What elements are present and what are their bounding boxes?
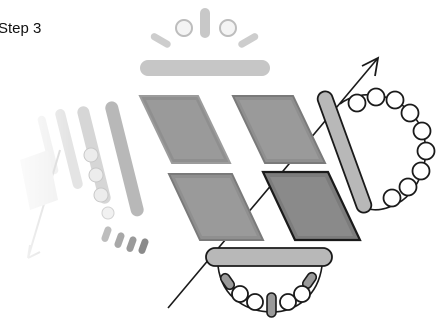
bottom-bead <box>293 285 311 303</box>
bottom-assembly <box>205 247 333 318</box>
loop-bead <box>400 103 420 123</box>
top-bead <box>175 19 193 37</box>
loop-bead <box>347 93 367 113</box>
ghost-bead <box>101 206 115 220</box>
loop-bead <box>411 161 431 181</box>
loop-bead <box>382 188 402 208</box>
bottom-bead <box>231 285 249 303</box>
bottom-peg <box>219 272 236 291</box>
step-label: Step 3 <box>0 20 42 37</box>
loop-bead <box>366 87 386 107</box>
bottom-peg <box>266 292 277 318</box>
ghost-peg <box>114 232 125 248</box>
loop-bead <box>385 90 405 110</box>
tile-top-right <box>231 95 327 164</box>
top-bead <box>219 19 237 37</box>
top-bar <box>140 60 270 76</box>
arrow-head <box>361 56 380 77</box>
tile-bottom-left <box>167 173 265 241</box>
bottom-bead <box>246 293 264 311</box>
ghost-bar-4 <box>105 101 144 217</box>
ghost-trail <box>0 95 149 295</box>
ghost-peg <box>138 238 149 254</box>
bottom-bar <box>205 247 333 267</box>
top-ray <box>238 33 259 48</box>
top-ray <box>200 8 210 38</box>
tile-top-left <box>138 95 232 164</box>
ghost-bead <box>93 187 109 203</box>
ghost-bead <box>83 147 99 163</box>
loop-bead <box>416 141 436 161</box>
top-ghost-part <box>140 8 270 76</box>
bottom-bead <box>279 293 297 311</box>
ghost-bead <box>88 167 104 183</box>
top-ray <box>150 33 171 48</box>
ghost-peg <box>126 236 137 252</box>
loop-bead <box>398 177 418 197</box>
tile-bottom-right <box>261 170 362 242</box>
tile-grid <box>138 95 362 242</box>
loop-bead <box>412 121 432 141</box>
ghost-peg <box>101 226 112 242</box>
right-bar <box>316 90 373 214</box>
bead-loop <box>339 87 436 211</box>
ghost-fade-mask <box>0 95 70 295</box>
